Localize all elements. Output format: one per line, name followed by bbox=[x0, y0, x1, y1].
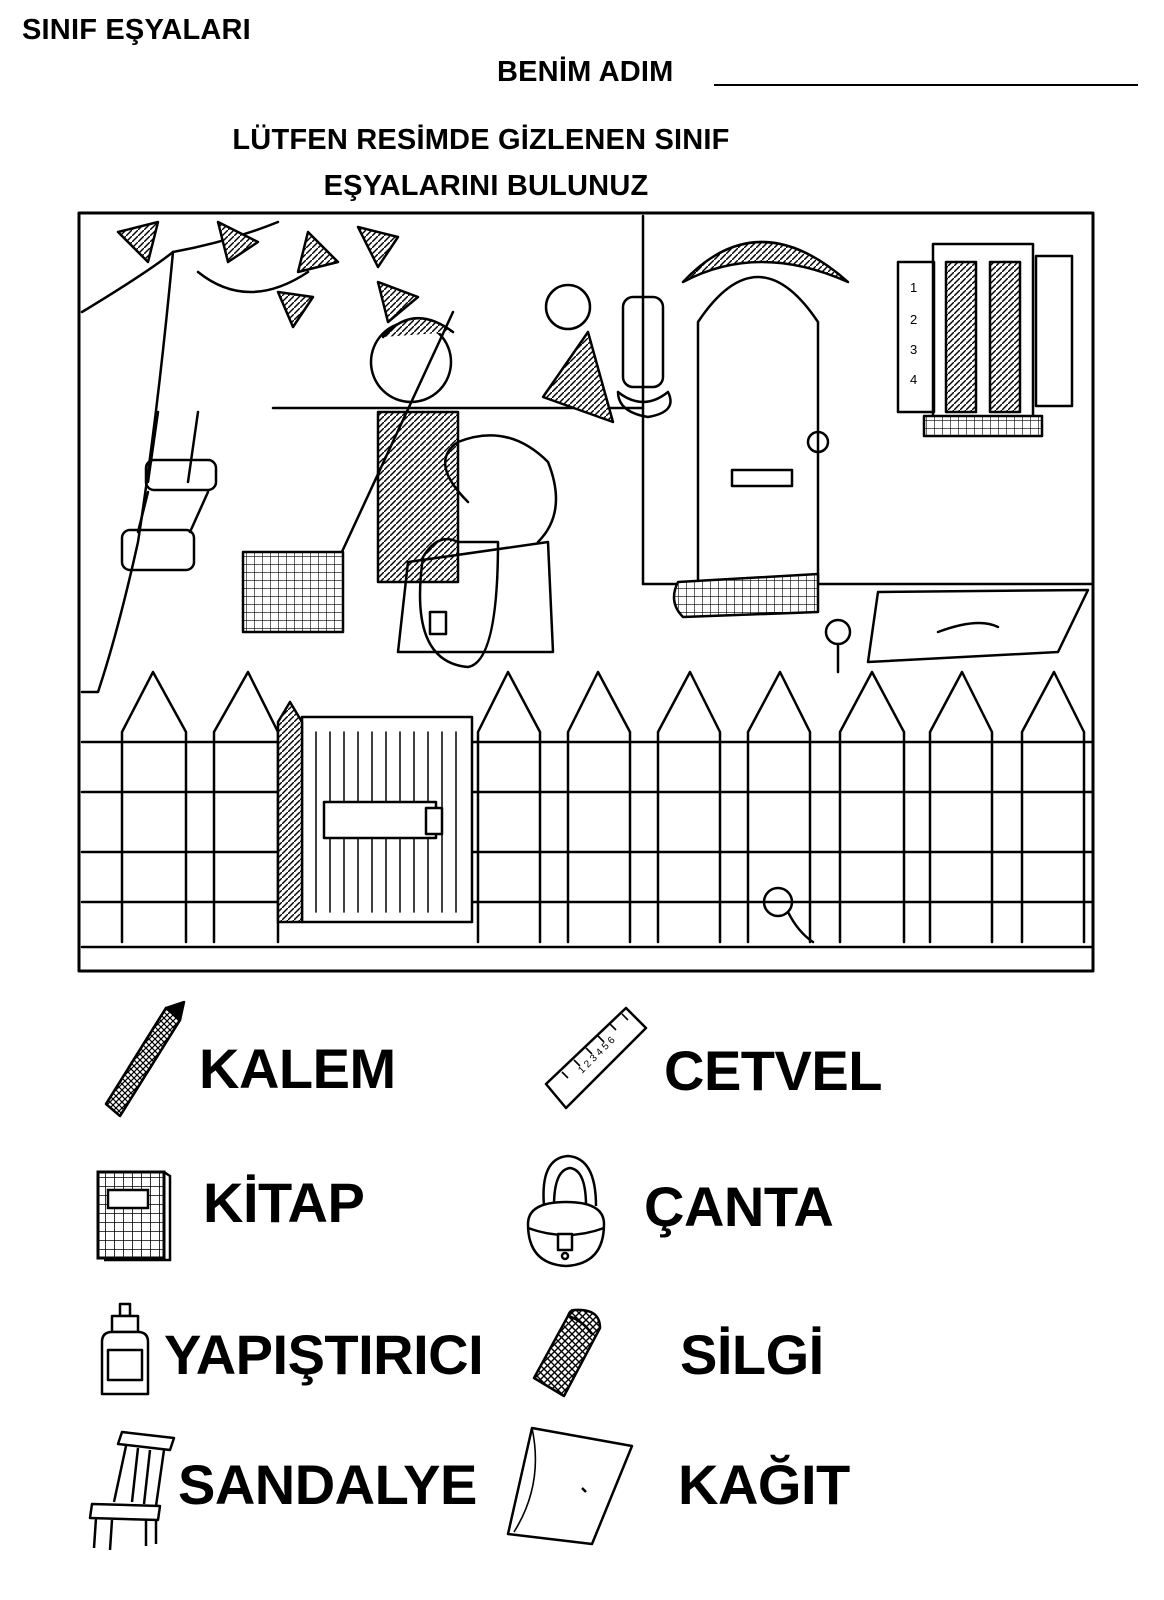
name-label: BENİM ADIM bbox=[497, 56, 674, 88]
svg-text:1: 1 bbox=[910, 280, 917, 295]
svg-text:2: 2 bbox=[910, 312, 917, 327]
bag-icon bbox=[526, 1154, 606, 1268]
word-kitap: KİTAP bbox=[203, 1171, 365, 1234]
word-silgi: SİLGİ bbox=[680, 1323, 824, 1386]
name-write-line[interactable] bbox=[714, 84, 1138, 86]
ruler-icon: 1 2 3 4 5 6 bbox=[544, 1006, 648, 1110]
svg-text:4: 4 bbox=[910, 372, 917, 387]
hidden-objects-scene: 1 2 3 4 bbox=[77, 211, 1095, 973]
chair-icon bbox=[88, 1430, 176, 1551]
instruction-line-2: EŞYALARINI BULUNUZ bbox=[323, 170, 649, 202]
word-kagit: KAĞIT bbox=[678, 1453, 850, 1516]
word-canta: ÇANTA bbox=[644, 1175, 834, 1238]
instruction-line-1: LÜTFEN RESİMDE GİZLENEN SINIF bbox=[232, 124, 730, 156]
eraser-icon bbox=[532, 1308, 602, 1398]
glue-icon bbox=[100, 1302, 150, 1396]
svg-text:3: 3 bbox=[910, 342, 917, 357]
pencil-icon bbox=[104, 1000, 186, 1118]
word-sandalye: SANDALYE bbox=[178, 1453, 477, 1516]
word-kalem: KALEM bbox=[199, 1037, 396, 1100]
paper-icon bbox=[506, 1426, 634, 1546]
word-yapistirici: YAPIŞTIRICI bbox=[164, 1323, 484, 1386]
word-cetvel: CETVEL bbox=[664, 1039, 882, 1102]
book-icon bbox=[96, 1170, 172, 1262]
worksheet-topic: SINIF EŞYALARI bbox=[22, 14, 251, 46]
